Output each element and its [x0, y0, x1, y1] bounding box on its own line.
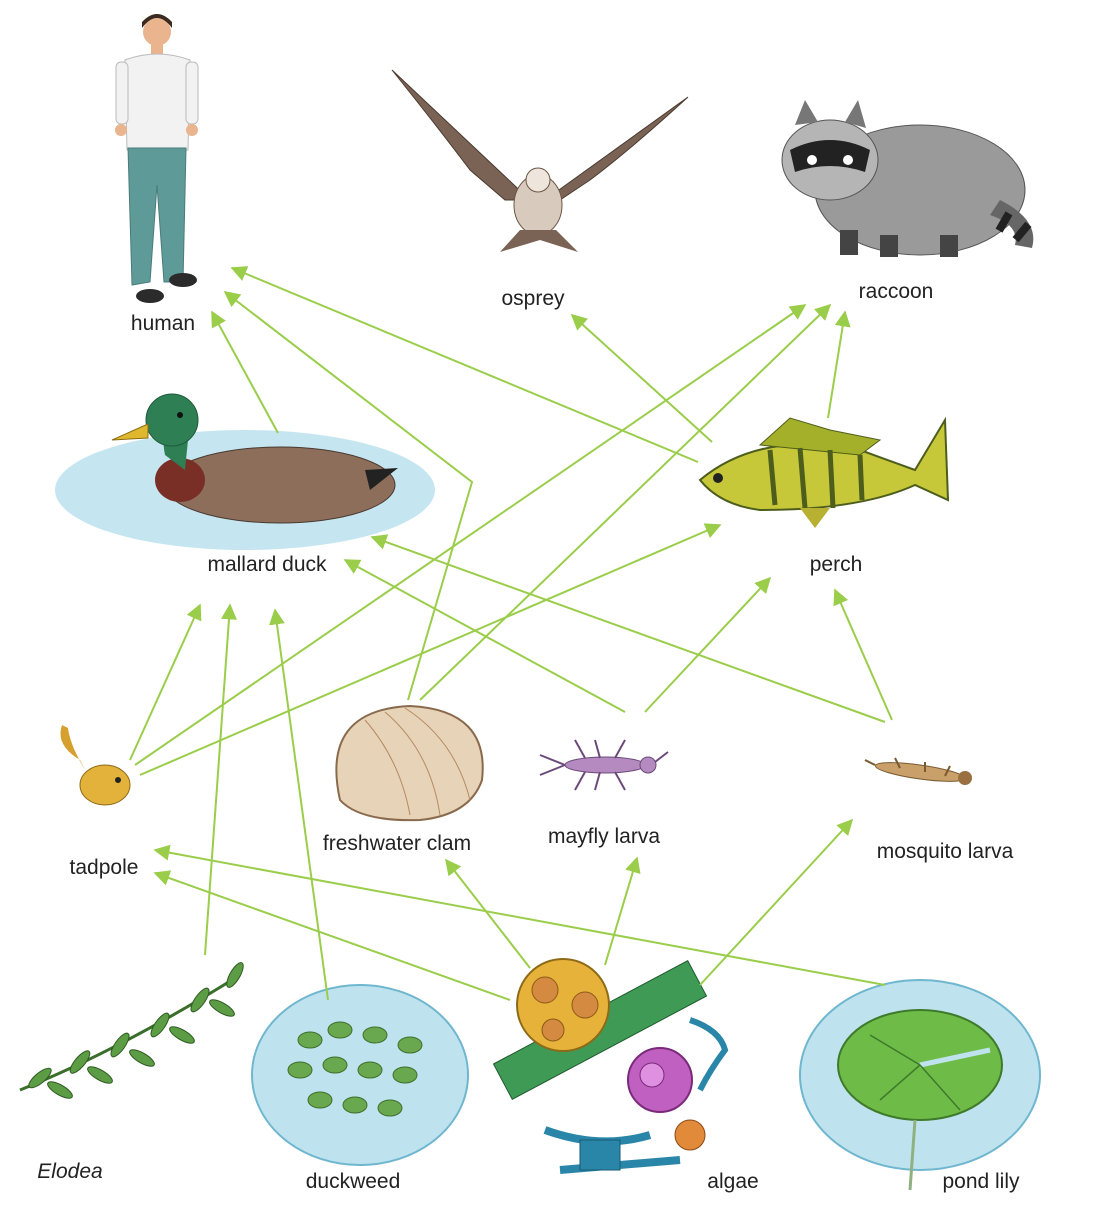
algae-illustration: [493, 959, 725, 1170]
feeding-arrows: [130, 268, 892, 1000]
freshwater-clam-illustration: [336, 706, 482, 820]
arrow-mayfly-larva-to-mallard-duck: [345, 560, 625, 712]
arrow-algae-to-tadpole: [155, 873, 510, 1000]
mosquito-larva-illustration: [865, 758, 972, 785]
perch-illustration: [700, 418, 948, 528]
arrow-mosquito-larva-to-perch: [835, 590, 892, 720]
raccoon-illustration: [782, 100, 1033, 257]
mallard-duck-illustration: [55, 394, 435, 550]
mayfly-larva-illustration: [540, 740, 668, 790]
tadpole-illustration: [60, 725, 130, 805]
label-perch: perch: [810, 553, 863, 576]
label-human: human: [131, 312, 195, 335]
arrow-tadpole-to-mallard-duck: [130, 605, 200, 760]
arrow-mallard-duck-to-human: [212, 312, 278, 433]
arrow-algae-to-freshwater-clam: [446, 860, 530, 968]
label-mayfly-larva: mayfly larva: [548, 825, 660, 848]
label-osprey: osprey: [501, 287, 565, 310]
pond-lily-illustration: [800, 980, 1040, 1190]
osprey-illustration: [392, 70, 688, 252]
label-pond-lily: pond lily: [942, 1170, 1020, 1193]
arrow-mayfly-larva-to-perch: [645, 578, 770, 712]
label-mallard-duck: mallard duck: [207, 553, 327, 576]
arrow-perch-to-osprey: [572, 315, 712, 442]
label-duckweed: duckweed: [306, 1170, 401, 1193]
arrow-algae-to-mayfly-larva: [605, 858, 637, 965]
duckweed-illustration: [252, 985, 468, 1165]
elodea-illustration: [20, 960, 246, 1101]
label-tadpole: tadpole: [70, 856, 139, 879]
arrow-pond-lily-to-tadpole: [155, 850, 885, 985]
arrow-elodea-to-mallard-duck: [205, 605, 230, 955]
label-freshwater-clam: freshwater clam: [323, 832, 471, 855]
arrow-perch-to-raccoon: [828, 312, 845, 418]
label-algae: algae: [707, 1170, 758, 1193]
label-raccoon: raccoon: [859, 280, 934, 303]
arrow-duckweed-to-mallard-duck: [275, 610, 328, 1000]
human-illustration: [115, 14, 198, 303]
arrow-algae-to-mosquito-larva: [700, 820, 852, 985]
label-elodea: Elodea: [37, 1160, 102, 1183]
label-mosquito-larva: mosquito larva: [877, 840, 1014, 863]
